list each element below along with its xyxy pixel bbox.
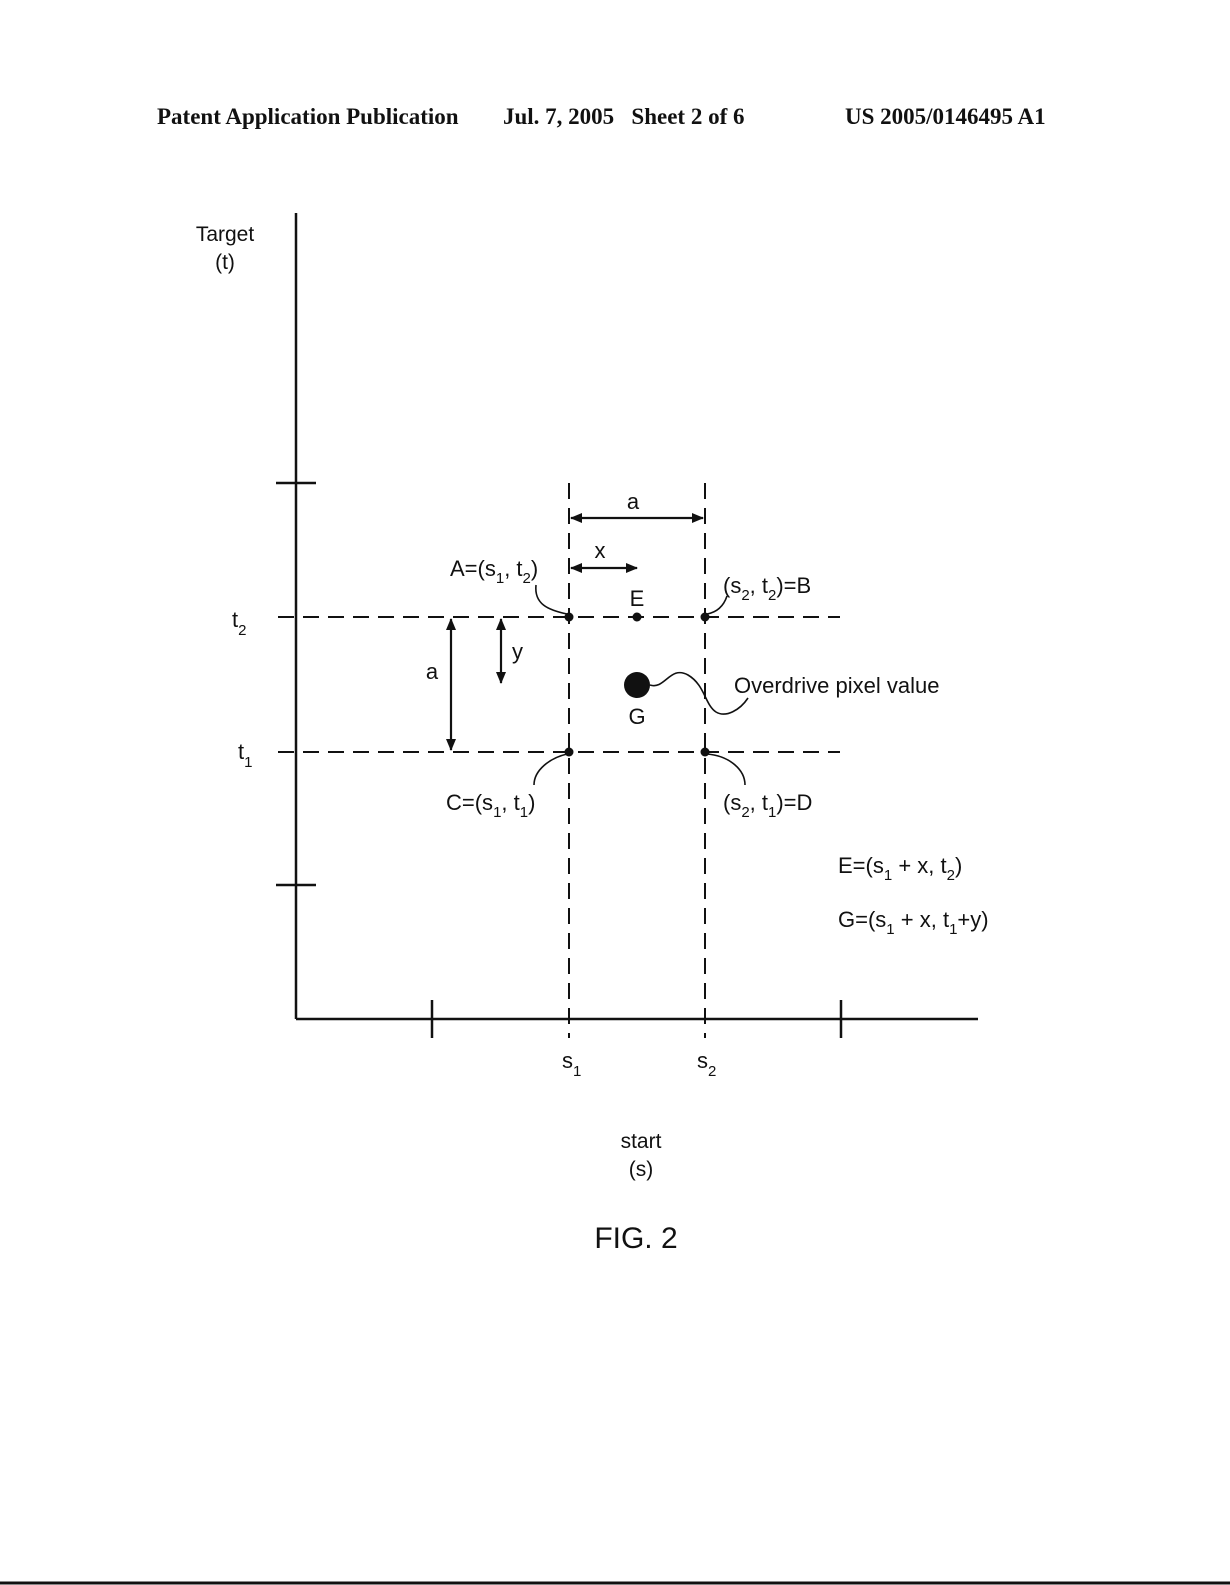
point-E-dot: [633, 613, 642, 622]
overdrive-pixel-value-label: Overdrive pixel value: [734, 673, 939, 698]
point-E-label: E: [630, 586, 645, 611]
x-axis-label-line2: (s): [629, 1158, 654, 1181]
point-A-label: A=(s1, t2): [450, 556, 538, 587]
dimension-a-vertical-label: a: [426, 659, 439, 684]
y-axis-label-line2: (t): [215, 251, 235, 274]
formula-G: G=(s1 + x, t1+y): [838, 907, 989, 938]
point-G-dot: [624, 672, 650, 698]
point-C-leader: [534, 754, 567, 785]
point-B-label: (s2, t2)=B: [723, 573, 811, 604]
point-D-dot: [701, 748, 710, 757]
tick-label-t1: t1: [238, 739, 252, 771]
dimension-y-label: y: [512, 639, 523, 664]
point-G-label: G: [628, 704, 645, 729]
y-axis-label-line1: Target: [196, 223, 255, 246]
tick-label-s2: s2: [697, 1048, 716, 1080]
dimension-a-horizontal-label: a: [627, 489, 640, 514]
point-D-leader: [707, 754, 745, 785]
dimension-x-label: x: [595, 538, 606, 563]
tick-label-t2: t2: [232, 607, 246, 639]
figure-caption: FIG. 2: [594, 1222, 677, 1255]
point-C-dot: [565, 748, 574, 757]
x-axis-label-line1: start: [621, 1130, 662, 1153]
point-D-label: (s2, t1)=D: [723, 790, 812, 821]
point-C-label: C=(s1, t1): [446, 790, 535, 821]
point-A-leader: [536, 585, 567, 614]
formula-E: E=(s1 + x, t2): [838, 853, 962, 884]
point-B-leader: [707, 596, 727, 614]
tick-label-s1: s1: [562, 1048, 581, 1080]
